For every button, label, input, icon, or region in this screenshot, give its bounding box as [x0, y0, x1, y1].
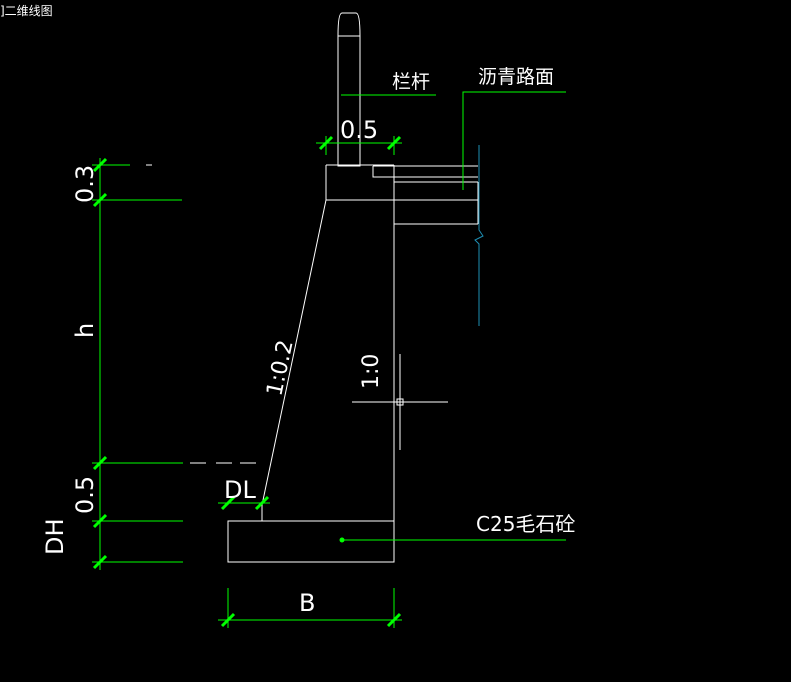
wall-cap: [325, 164, 394, 201]
back-slope-label: 1:0: [359, 354, 384, 389]
asphalt-surface-label: 沥青路面: [478, 66, 554, 88]
base-width-dimension: B: [299, 589, 315, 617]
railing-width-dimension: 0.5: [340, 116, 378, 144]
cap-height-dimension: 0.3: [71, 165, 99, 203]
hidden-lines: [146, 164, 256, 464]
foundation-height-dimension: DH: [41, 518, 69, 555]
railing-label: 栏杆: [392, 71, 430, 93]
asphalt-road-layers: [372, 165, 479, 225]
dimension-lines: [92, 136, 402, 628]
wall-body: [261, 165, 395, 562]
wall-height-dimension: h: [71, 323, 99, 338]
dimension-ticks: [92, 135, 402, 628]
material-leader-dot: [339, 537, 345, 543]
viewport-label: ]二维线图: [0, 4, 53, 18]
step-height-dimension: 0.5: [71, 476, 99, 514]
road-break-line: [474, 145, 484, 326]
toe-width-dimension: DL: [224, 476, 256, 504]
label-leaders: [341, 91, 566, 541]
foundation: [227, 505, 395, 563]
crosshair-cursor: [352, 354, 448, 450]
material-label: C25毛石砼: [476, 512, 575, 536]
railing-post: [337, 12, 361, 167]
front-slope-label: 1:0.2: [262, 338, 298, 398]
